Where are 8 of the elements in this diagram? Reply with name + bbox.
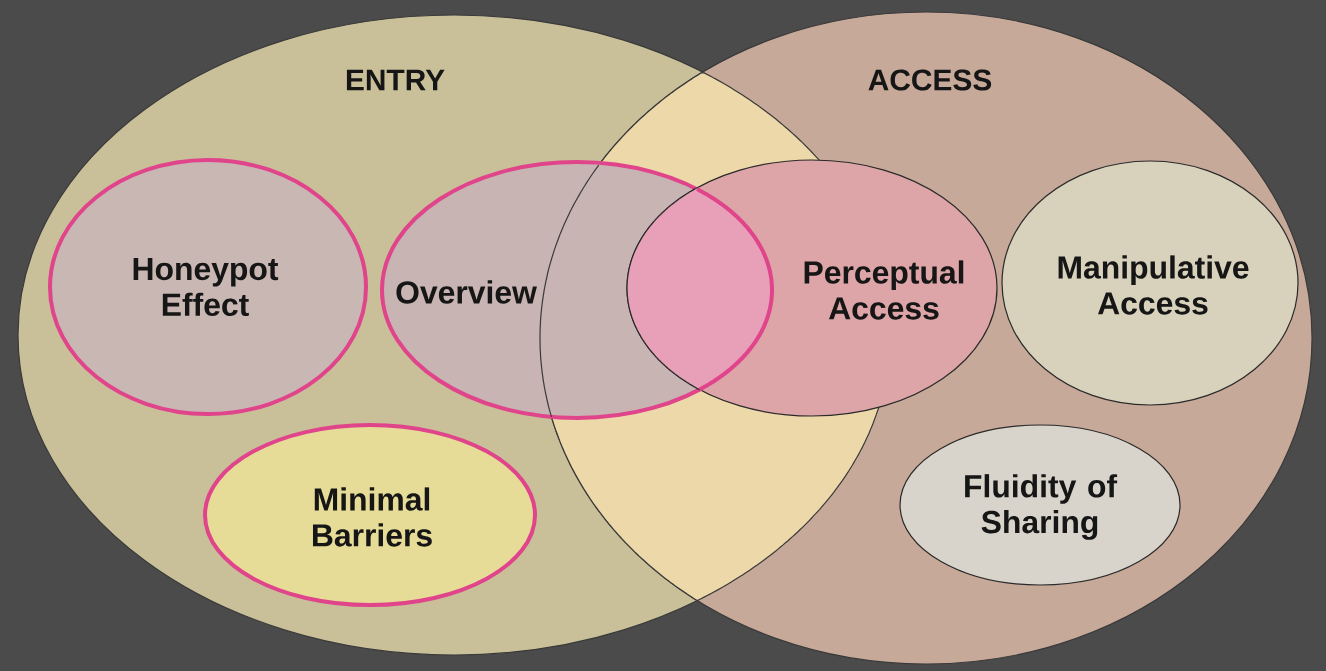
ellipse-label: Fluidity of Sharing [965, 474, 1118, 540]
ellipse-label: Minimal Barriers [313, 487, 432, 547]
ellipse-label: Manipulative Access [1058, 255, 1249, 315]
ellipse-label: Overview [396, 280, 537, 304]
ellipse-label: ENTRY [346, 69, 445, 91]
ellipse-label: ACCESS [868, 69, 992, 91]
ellipse-label: Perceptual Access [804, 260, 964, 320]
ellipse-label: Honeypot Effect [133, 257, 279, 317]
